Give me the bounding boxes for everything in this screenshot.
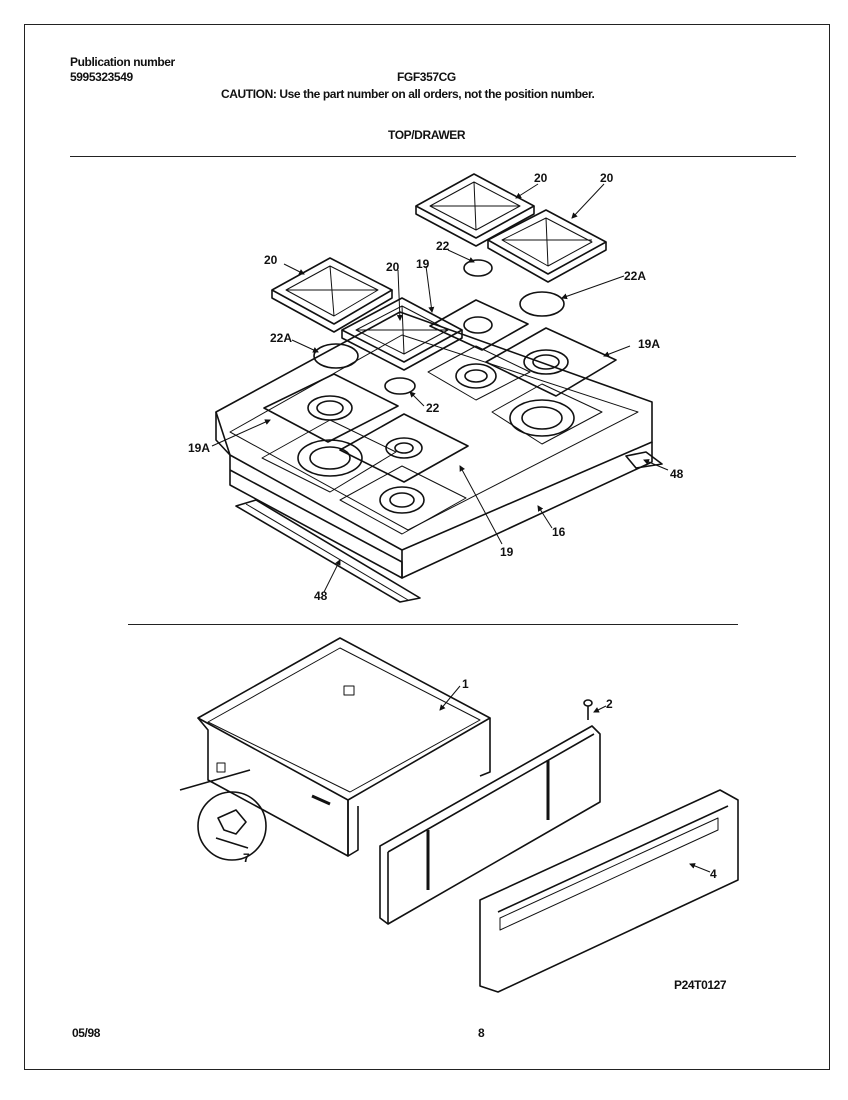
callout-20-center: 20 xyxy=(386,260,400,274)
callout-labels: 20 20 20 20 19 22 22A 22A 19A 22 19A 48 … xyxy=(188,171,717,881)
callout-16: 16 xyxy=(552,525,566,539)
callout-7: 7 xyxy=(243,851,250,865)
callout-19-front: 19 xyxy=(500,545,514,559)
callout-1: 1 xyxy=(462,677,469,691)
callout-20-left: 20 xyxy=(264,253,278,267)
section-title: TOP/DRAWER xyxy=(388,128,466,142)
burner-cap-22a-right xyxy=(519,291,565,317)
callout-19a-right: 19A xyxy=(638,337,660,351)
screw-2 xyxy=(583,699,593,720)
callout-22-rear: 22 xyxy=(436,239,450,253)
callout-22-front: 22 xyxy=(426,401,440,415)
gasket-19a-left xyxy=(263,373,399,443)
burner-cap-22-rear xyxy=(463,259,493,277)
drawer-front-4 xyxy=(479,789,739,993)
header-divider xyxy=(70,156,796,157)
callout-19a-left: 19A xyxy=(188,441,210,455)
callout-48-right: 48 xyxy=(670,467,684,481)
grate-20-rear xyxy=(415,173,535,247)
caution-note: CAUTION: Use the part number on all orde… xyxy=(221,87,595,101)
model-number: FGF357CG xyxy=(397,70,456,84)
burner-cap-22a-left xyxy=(313,343,359,369)
grate-20-left xyxy=(271,257,393,333)
drawer-inner-panel xyxy=(379,725,601,925)
diagram-code: P24T0127 xyxy=(674,978,727,992)
drawer-body-1 xyxy=(197,637,491,857)
publication-number: 5995323549 xyxy=(70,70,133,84)
gasket-19a-right xyxy=(485,327,617,397)
callout-leaders xyxy=(211,183,711,873)
publication-label: Publication number xyxy=(70,55,175,69)
callout-22a-left: 22A xyxy=(270,331,292,345)
callout-2: 2 xyxy=(606,697,613,711)
grate-20-center xyxy=(341,297,463,371)
page-number: 8 xyxy=(478,1026,485,1040)
callout-48-left: 48 xyxy=(314,589,328,603)
page-border xyxy=(24,24,830,1070)
section-divider xyxy=(128,624,738,625)
gasket-19-front xyxy=(339,413,469,483)
grate-20-right xyxy=(487,209,607,283)
front-trim-48-left xyxy=(235,499,421,603)
callout-19-rear: 19 xyxy=(416,257,430,271)
side-trim-48-right xyxy=(625,451,663,469)
callout-4: 4 xyxy=(710,867,717,881)
burner-cap-22-front xyxy=(384,377,416,395)
cooktop-top-16 xyxy=(215,311,653,579)
callout-20-rear: 20 xyxy=(534,171,548,185)
gasket-19-rear xyxy=(429,299,529,351)
publication-date: 05/98 xyxy=(72,1026,101,1040)
roller-7 xyxy=(179,769,267,861)
callout-22a-right: 22A xyxy=(624,269,646,283)
callout-20-right: 20 xyxy=(600,171,614,185)
